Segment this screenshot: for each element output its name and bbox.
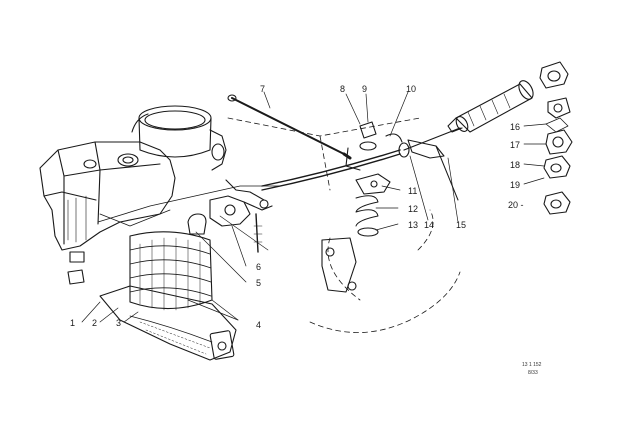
callout-17: 17 [510,140,521,150]
callout-8: 8 [340,84,346,94]
callout-19: 19 [510,180,521,190]
small-block [67,269,85,285]
callout-14: 14 [424,220,435,230]
bracket [407,139,459,201]
cable-rod [227,94,352,160]
small-parts [539,61,573,215]
nut-part-9 [359,121,403,151]
spring-assembly [345,147,391,237]
callout-2: 2 [92,318,98,328]
float-bowl [99,231,237,361]
air-horn [131,105,227,171]
actuator-cylinder [447,80,534,133]
callout-16: 16 [510,122,521,132]
callout-12: 12 [408,204,419,214]
carburetor-body [39,141,281,263]
drawing-date: 8/33 [528,370,538,376]
drawing-number: 13 1 152 [522,362,542,368]
mounting-plate [321,237,357,293]
phantom-lines [227,117,461,333]
callout-13: 13 [408,220,419,230]
callout-6: 6 [256,262,262,272]
callout-1: 1 [70,318,76,328]
bowden-cable [261,127,461,191]
callout-11: 11 [408,186,418,196]
callout-18: 18 [510,160,521,170]
callout-9: 9 [362,84,368,94]
callout-3: 3 [116,318,122,328]
callout-4: 4 [256,320,262,330]
callout-15: 15 [456,220,467,230]
callout-7: 7 [260,84,266,94]
callout-20: 20 - [508,200,524,210]
callout-10: 10 [406,84,417,94]
callout-5: 5 [256,278,262,288]
leader-lines [81,91,547,323]
throttle-linkage [187,179,273,253]
